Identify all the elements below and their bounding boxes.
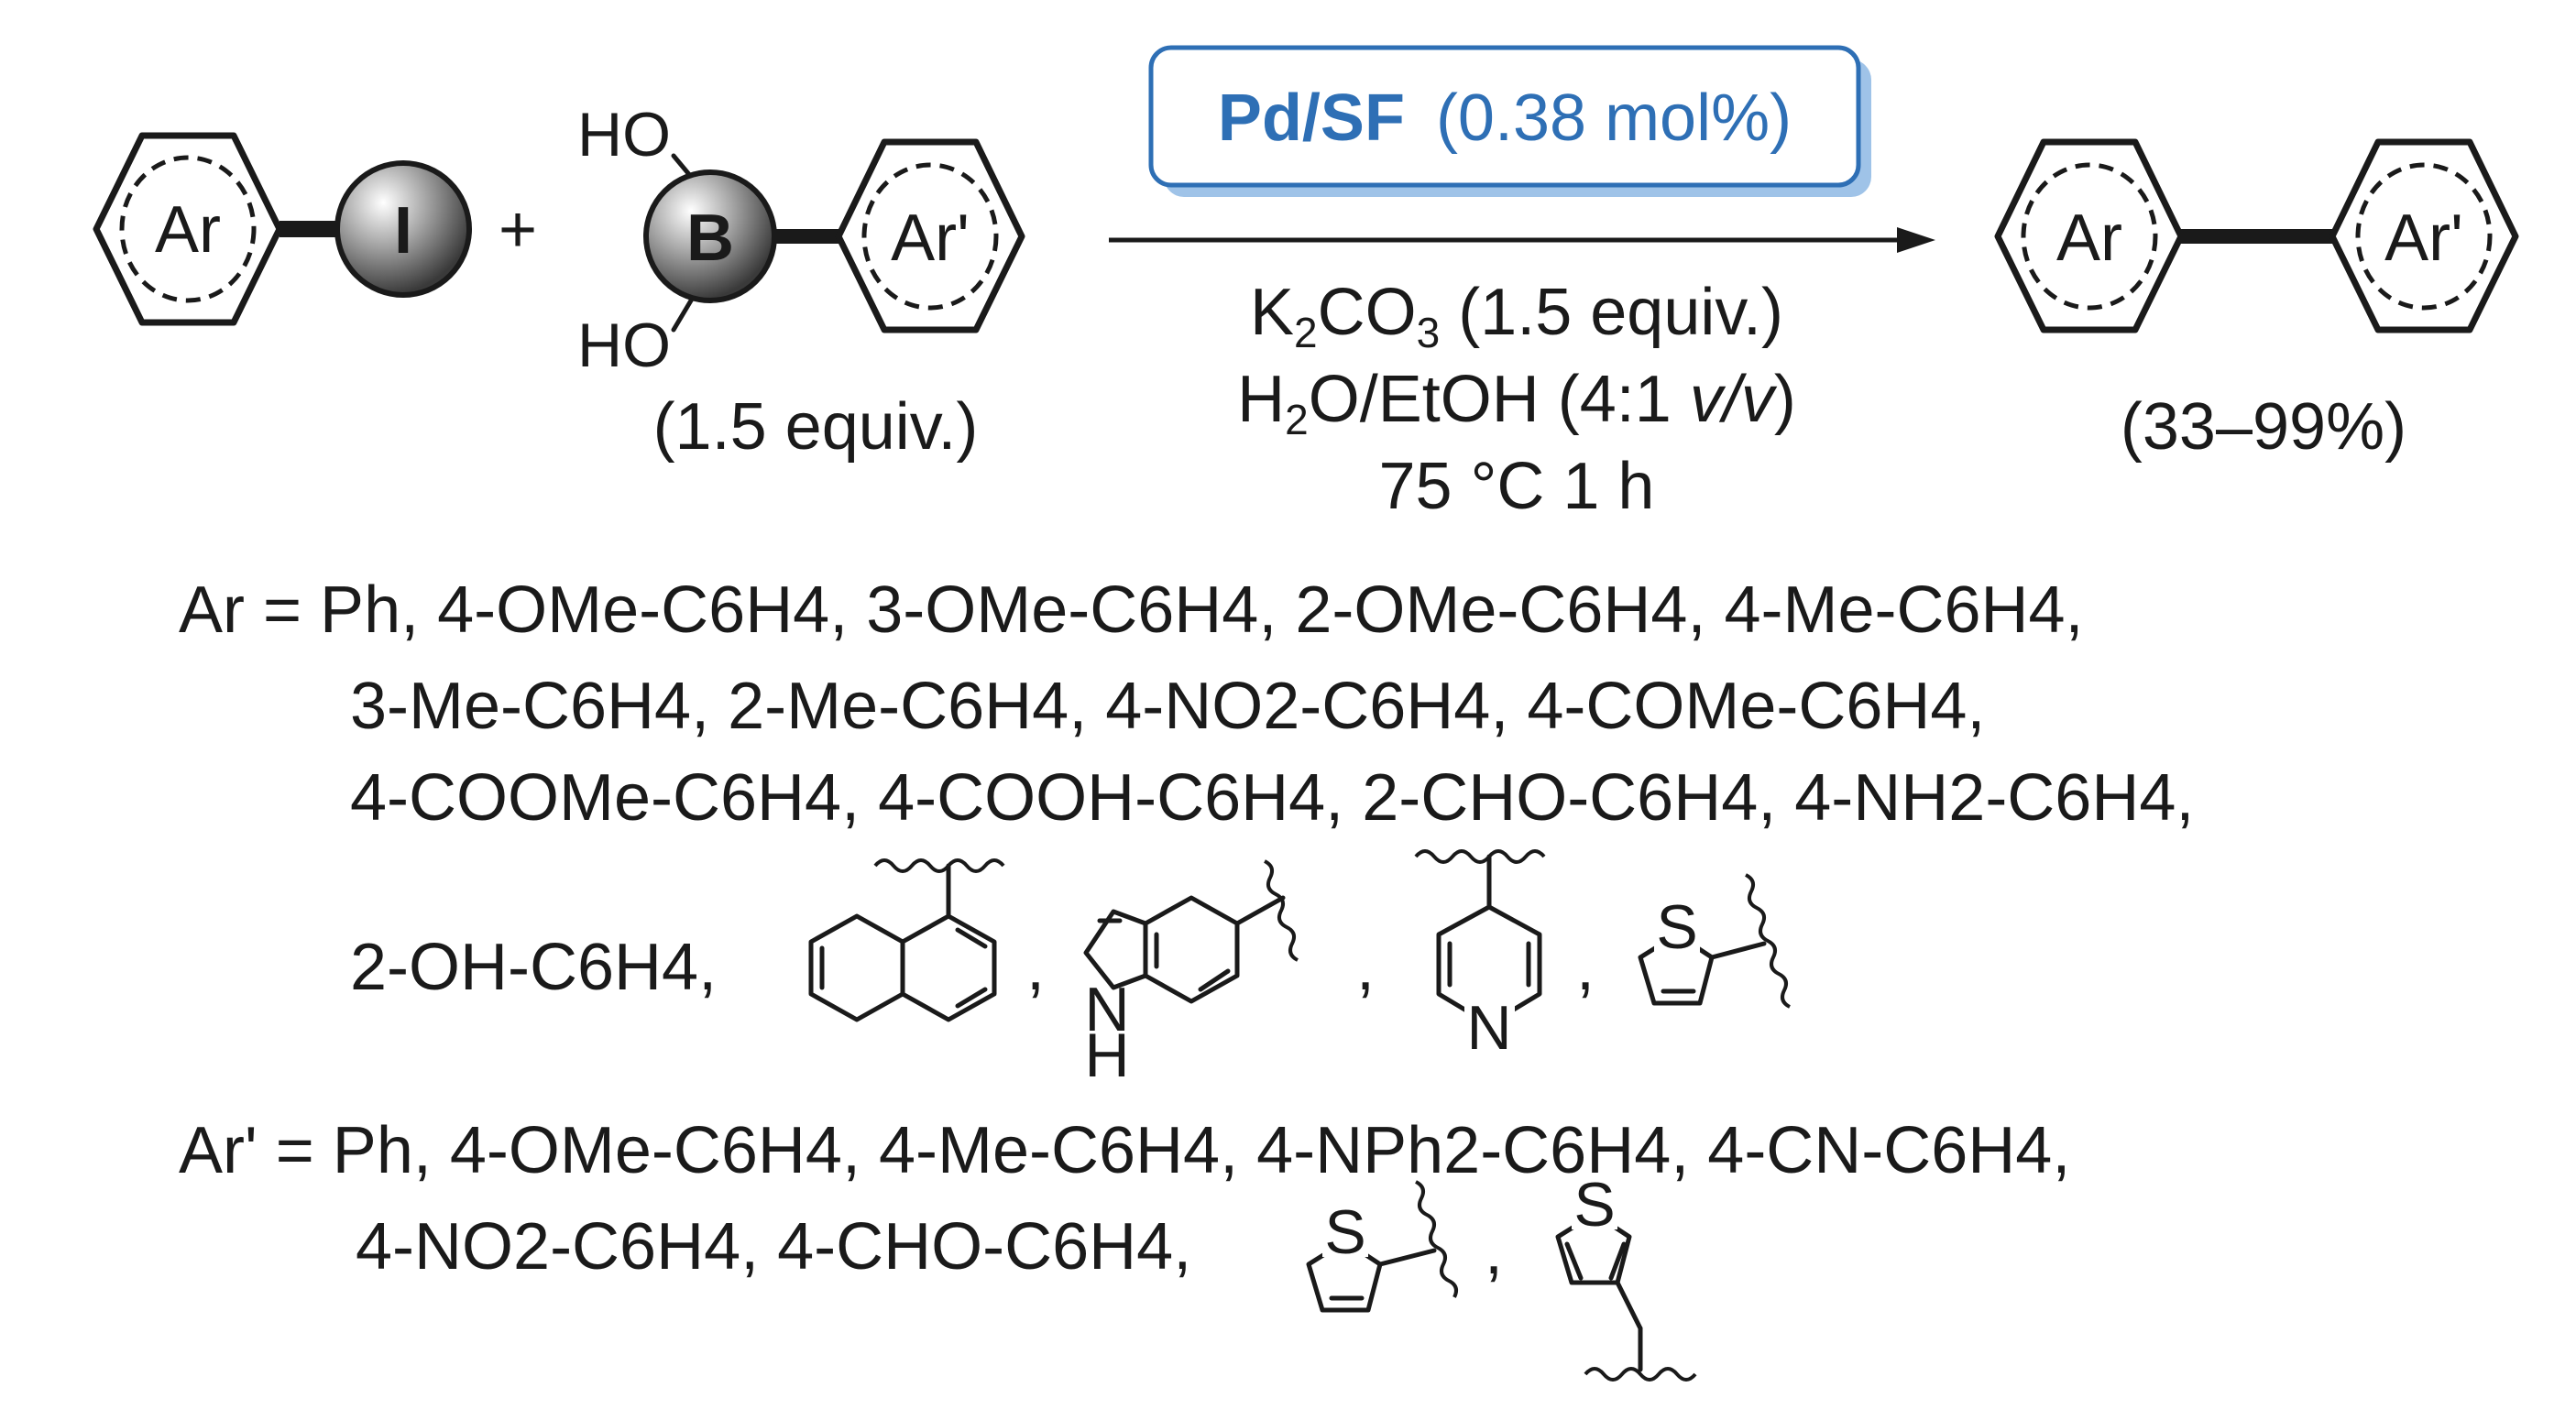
catalyst-box-frame xyxy=(1148,45,1861,188)
thienyl-structure-ar: S xyxy=(1638,873,1791,1009)
product-ar-label: Ar xyxy=(2056,202,2122,275)
thienyl-wavy-bond-ar xyxy=(1745,873,1791,1009)
hydroxyl-bottom: HO xyxy=(577,311,671,380)
comma-3: , xyxy=(1576,931,1595,1004)
comma-2: , xyxy=(1356,931,1375,1004)
naphthyl-structure xyxy=(808,858,1005,1022)
boron-label: B xyxy=(686,202,734,275)
thiophene-S-3: S xyxy=(1573,1170,1615,1240)
hydroxyl-top: HO xyxy=(577,100,671,169)
arprime-scope-line-1: Ar' = Ph, 4-OMe-C6H4, 4-Me-C6H4, 4-NPh2-… xyxy=(179,1114,2070,1187)
ar-scope-line-3: 4-COOMe-C6H4, 4-COOH-C6H4, 2-CHO-C6H4, 4… xyxy=(350,761,2194,835)
plus-sign: + xyxy=(499,193,537,267)
product-ar-hexagon xyxy=(1994,138,2185,333)
reaction-arrow-head xyxy=(1897,227,1935,253)
boronic-equiv: (1.5 equiv.) xyxy=(653,390,979,464)
pyridyl-structure: N xyxy=(1414,849,1546,1063)
comma-1: , xyxy=(1026,931,1045,1004)
biaryl-product: Ar Ar' (33–99%) xyxy=(1994,138,2519,464)
arprime-aromatic-ring xyxy=(861,162,999,311)
indolyl-wavy-bond xyxy=(1264,859,1299,962)
catalyst-text: Pd/SF (0.38 mol%) xyxy=(1218,82,1792,155)
solvent-conditions: H2O/EtOH (4:1 v/v) xyxy=(1237,363,1796,443)
ar-scope-line-1: Ar = Ph, 4-OMe-C6H4, 3-OMe-C6H4, 2-OMe-C… xyxy=(179,573,2084,647)
catalyst-name: Pd/SF xyxy=(1218,82,1405,155)
product-arprime-hexagon xyxy=(2329,138,2519,333)
thiophene-S-arprime: S xyxy=(1324,1197,1365,1267)
thiophene-S-ar: S xyxy=(1656,892,1697,962)
base-conditions: K2CO3 (1.5 equiv.) xyxy=(1250,276,1783,356)
product-ar-ring xyxy=(2021,162,2158,311)
ar-scope-line-4: 2-OH-C6H4, xyxy=(350,931,717,1004)
iodine-sphere xyxy=(334,160,472,298)
iodine-label: I xyxy=(394,194,412,268)
boronic-acid: HO HO B Ar' (1.5 equiv.) xyxy=(577,100,1025,464)
thienyl-wavy-bond-arprime xyxy=(1415,1180,1458,1298)
aryl-iodide: Ar I xyxy=(93,132,472,326)
3-thienyl-structure: S xyxy=(1555,1170,1697,1382)
arprime-scope-line-2: 4-NO2-C6H4, 4-CHO-C6H4, xyxy=(356,1210,1191,1283)
indole-N: N xyxy=(1084,975,1129,1044)
ar-hexagon xyxy=(93,132,283,326)
indolyl-structure: N H xyxy=(1083,859,1299,1090)
product-arprime-label: Ar' xyxy=(2384,202,2463,275)
thienyl-structure-arprime: S xyxy=(1306,1180,1458,1313)
catalyst-loading: (0.38 mol%) xyxy=(1436,82,1792,155)
3-thienyl-wavy-bond xyxy=(1584,1367,1697,1382)
pyridyl-wavy-bond xyxy=(1414,849,1546,864)
product-arprime-ring xyxy=(2355,162,2493,311)
temperature-time: 75 °C 1 h xyxy=(1379,450,1655,523)
indole-H: H xyxy=(1084,1021,1129,1090)
pyridine-N: N xyxy=(1466,993,1511,1063)
ar-scope-line-2: 3-Me-C6H4, 2-Me-C6H4, 4-NO2-C6H4, 4-COMe… xyxy=(350,670,1985,743)
ar-aromatic-ring xyxy=(119,155,257,303)
product-yield: (33–99%) xyxy=(2121,390,2406,464)
catalyst-box: Pd/SF (0.38 mol%) xyxy=(1148,45,1871,197)
arprime-hexagon xyxy=(835,138,1025,333)
naphthyl-wavy-bond xyxy=(873,858,1005,873)
ar-label: Ar xyxy=(155,193,221,267)
comma-4: , xyxy=(1485,1215,1503,1288)
arprime-label: Ar' xyxy=(891,202,970,275)
